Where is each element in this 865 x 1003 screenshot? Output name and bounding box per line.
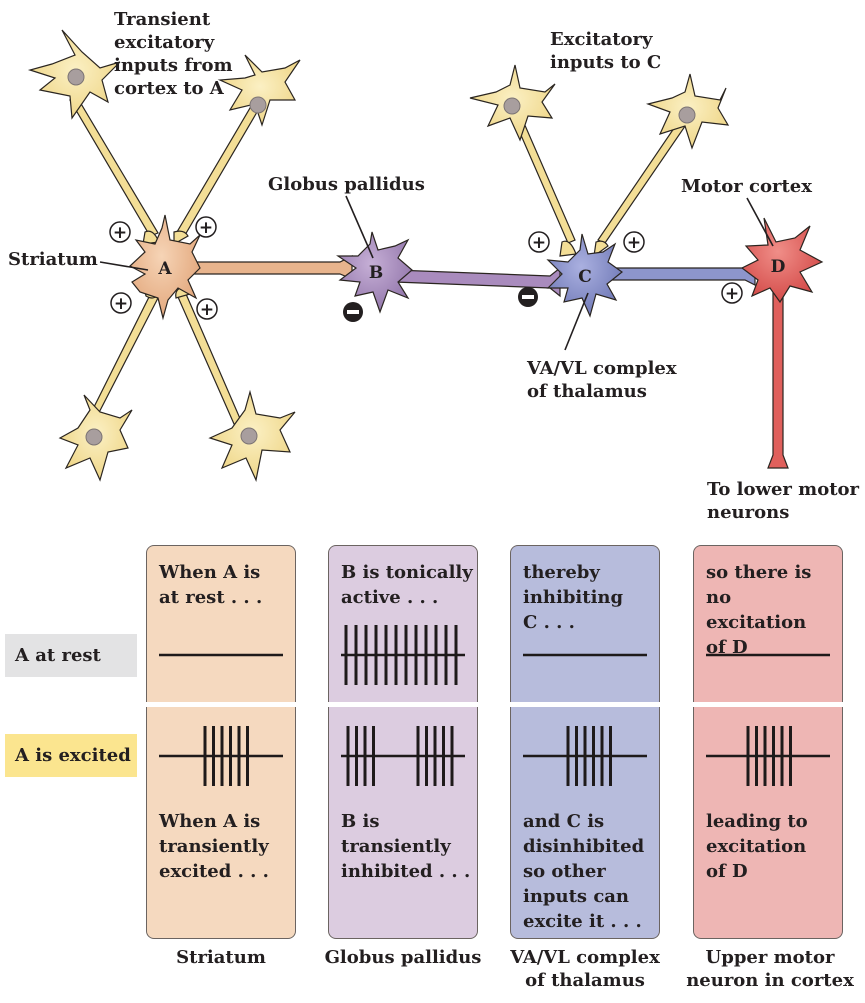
panel-text: leading to excitation of D bbox=[706, 811, 808, 882]
leader-lines bbox=[99, 195, 774, 351]
caption-vavl: VA/VL complex of thalamus bbox=[510, 947, 660, 991]
svg-text:+: + bbox=[627, 233, 641, 253]
panel-umn-excited: leading to excitation of D bbox=[693, 707, 843, 939]
panel-gp-excited: B is transiently inhibited . . . bbox=[328, 707, 478, 939]
panel-text: B is tonically active . . . bbox=[341, 562, 473, 608]
label-globus-pallidus: Globus pallidus bbox=[268, 174, 425, 195]
panel-text: When A is at rest . . . bbox=[159, 562, 263, 608]
row-label-at-rest: A at rest bbox=[5, 634, 137, 677]
plus-sign-icon: + bbox=[109, 221, 131, 243]
panel-text: and C is disinhibited so other inputs ca… bbox=[523, 811, 645, 932]
minus-sign-icon bbox=[518, 287, 538, 307]
neuron-a-label: A bbox=[157, 259, 172, 279]
panel-striatum-excited: When A is transiently excited . . . bbox=[146, 707, 296, 939]
axon-a-to-b bbox=[184, 255, 353, 280]
neuron-d-label: D bbox=[771, 257, 786, 277]
minus-sign-icon bbox=[343, 302, 363, 322]
svg-text:+: + bbox=[114, 294, 128, 314]
caption-globus-pallidus: Globus pallidus bbox=[324, 947, 482, 968]
plus-sign-icon: + bbox=[110, 292, 132, 314]
axon-d-descending bbox=[767, 284, 789, 469]
input-neuron-top-right bbox=[217, 54, 301, 127]
row-label-excited: A is excited bbox=[5, 734, 137, 777]
label-to-lower-motor-neurons: To lower motor neurons bbox=[707, 479, 859, 523]
panel-text: B is transiently inhibited . . . bbox=[341, 811, 471, 882]
neuron-c: C bbox=[546, 233, 623, 318]
caption-striatum: Striatum bbox=[176, 947, 266, 968]
label-transient-inputs: Transient excitatory inputs from cortex … bbox=[114, 9, 233, 99]
neuron-c-label: C bbox=[578, 267, 592, 287]
circuit-diagram: A B C D + + + + + + + bbox=[27, 29, 824, 482]
panel-gp-rest: B is tonically active . . . bbox=[328, 545, 478, 702]
panel-text: When A is transiently excited . . . bbox=[159, 811, 269, 882]
panel-text: thereby inhibiting C . . . bbox=[523, 562, 624, 633]
panel-umn-rest: so there is no excitation of D bbox=[693, 545, 843, 702]
neuron-d: D bbox=[740, 217, 824, 304]
input-neuron-bottom-left bbox=[58, 394, 133, 482]
svg-text:+: + bbox=[532, 233, 546, 253]
input-neuron-c-left bbox=[469, 64, 556, 142]
input-neuron-bottom-right bbox=[208, 389, 296, 482]
panel-text: so there is no excitation of D bbox=[706, 562, 812, 658]
svg-text:+: + bbox=[200, 300, 214, 320]
neuron-b-label: B bbox=[369, 263, 383, 283]
plus-sign-icon: + bbox=[528, 231, 550, 253]
axon-c-to-d bbox=[609, 260, 756, 286]
svg-text:+: + bbox=[199, 218, 213, 238]
svg-text:+: + bbox=[113, 223, 127, 243]
plus-sign-icon: + bbox=[623, 231, 645, 253]
plus-sign-icon: + bbox=[195, 216, 217, 238]
panel-vavl-rest: thereby inhibiting C . . . bbox=[510, 545, 660, 702]
panel-striatum-rest: When A is at rest . . . bbox=[146, 545, 296, 702]
input-neuron-c-right bbox=[645, 73, 730, 150]
label-striatum: Striatum bbox=[8, 249, 98, 270]
neuron-a: A bbox=[128, 214, 201, 321]
input-neuron-top-left bbox=[27, 29, 121, 120]
svg-text:+: + bbox=[725, 284, 739, 304]
label-excitatory-inputs-c: Excitatory inputs to C bbox=[550, 29, 662, 73]
label-vavl-complex: VA/VL complex of thalamus bbox=[527, 358, 677, 402]
panel-vavl-excited: and C is disinhibited so other inputs ca… bbox=[510, 707, 660, 939]
plus-sign-icon: + bbox=[196, 298, 218, 320]
neuron-b: B bbox=[336, 231, 413, 314]
caption-upper-motor-neuron: Upper motor neuron in cortex bbox=[686, 947, 854, 991]
label-motor-cortex: Motor cortex bbox=[681, 176, 812, 197]
plus-sign-icon: + bbox=[721, 282, 743, 304]
